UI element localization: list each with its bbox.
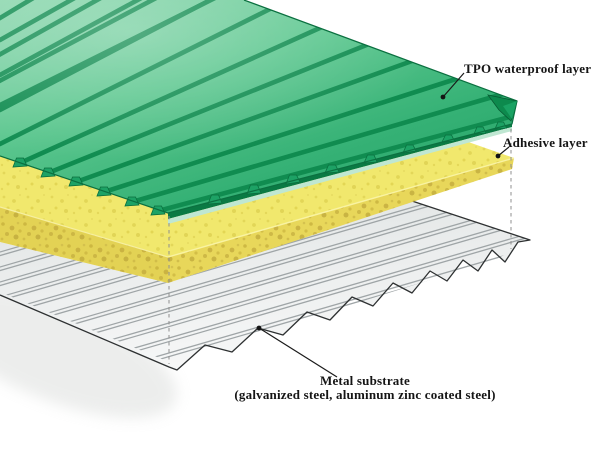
- label-tpo-waterproof-layer: TPO waterproof layer: [464, 61, 592, 76]
- label-adhesive-layer: Adhesive layer: [503, 135, 588, 150]
- tpo-leader-line: [442, 72, 465, 98]
- label-metal-substrate: Metal substrate (galvanized steel, alumi…: [150, 374, 580, 401]
- tpo-drip-edge-fold: [487, 94, 518, 122]
- metal-edge-outline: [0, 200, 531, 371]
- label-metal-substrate-line1: Metal substrate: [319, 373, 410, 388]
- label-metal-substrate-line2: (galvanized steel, aluminum zinc coated …: [234, 386, 496, 402]
- metal-leader-line: [258, 327, 338, 378]
- tpo-layer-graphic: [0, 0, 518, 224]
- metal-leader-dot: [256, 325, 262, 331]
- adhesive-leader-dot: [495, 153, 501, 159]
- ground-shadow: [0, 286, 177, 418]
- tpo-leader-dot: [440, 94, 446, 100]
